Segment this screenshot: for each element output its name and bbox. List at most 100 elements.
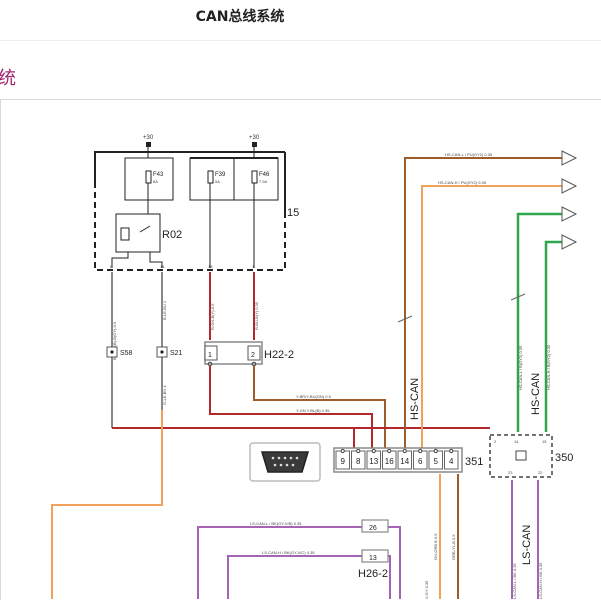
module-350-icon [515, 450, 527, 461]
wire-green-lower [544, 240, 562, 432]
fuse-f46-symbol [251, 170, 258, 184]
wire-purple-lower [227, 555, 368, 599]
fuse-f39-rating: 5A [215, 179, 220, 184]
connector-351-pin-number: 13 [369, 457, 378, 466]
wire-h22-brown [253, 366, 386, 452]
relay-leads [111, 210, 163, 268]
obd-down-wires: GN-ORB B 0.5 ORB-YL-B 0.5 [433, 474, 459, 599]
connector-351-pin-number: 9 [341, 457, 346, 466]
fuse-f43-symbol [145, 170, 152, 184]
fuse-cell-f43 [124, 157, 174, 201]
fuse-f46-id: F46 [259, 172, 270, 178]
fusebox-label: 15 [287, 207, 299, 219]
splice-s21-label: S21 [170, 350, 183, 357]
relay-switch-icon [139, 225, 151, 233]
wire-label-bot-purple-2: LS-CAN-H / BK(GY-V/C) 0.35 [262, 550, 315, 555]
fuse-f43-rating: 8A [153, 179, 158, 184]
wire-hs-can-h-top [421, 185, 562, 448]
arrow-icon-4[interactable] [561, 234, 578, 250]
page-title: CAN总线系统 [195, 9, 285, 25]
fuse-cell-f46 [233, 157, 279, 201]
connector-351-label: 351 [465, 456, 483, 468]
wire-label-f46: R-BU-B(Y) 0.35 [254, 301, 259, 330]
wire-label-top-brown: HS-CAN-L / PU(GY2) 0.35 [445, 152, 493, 157]
twist-mark-right [510, 293, 526, 301]
module-350-box [489, 434, 553, 478]
splice-s58-dot [110, 350, 114, 354]
module-350-pin-top-2: 14 [514, 439, 519, 444]
header-bar: CAN总线系统 [0, 0, 601, 41]
connector-351-pin-terminal [340, 448, 345, 454]
connector-351-pin-number: 16 [385, 457, 394, 466]
obd-connector-icon [249, 442, 321, 482]
connector-h22-term-1 [207, 361, 213, 367]
wire-hs-can-l-top [404, 157, 562, 448]
obd-icon-body [260, 451, 310, 473]
wire-label-ls-2: LS-CAN-H / BK 0.35 [538, 562, 543, 599]
module-350-pin-top-1: 2 [494, 439, 497, 444]
splice-s58-label: S58 [120, 350, 133, 357]
connector-351-pin-terminal [449, 448, 454, 454]
wire-label-green-2: HS-CAN-H / B(GY2) 0.35 [546, 344, 551, 390]
fuse-f39-symbol [207, 170, 214, 184]
arrow-icon-3[interactable] [561, 206, 578, 222]
fusebox-15: 15 +30 +30 F43 8A F39 5A F46 7.5A R02 [94, 135, 299, 271]
wire-green-upper [516, 212, 562, 432]
connector-h26-label: H26-2 [358, 568, 388, 580]
module-350-pin-bottom-2: 22 [538, 470, 543, 475]
wire-label-top-orange: HS-CAN-H / PU(GY2) 0.35 [438, 180, 487, 185]
bus-label-hs-can-left: HS-CAN [409, 378, 421, 420]
wire-purple-upper [197, 526, 368, 599]
s21-orange-run: G-LE-BN 4 [51, 385, 167, 599]
connector-h26-pin-a [361, 519, 389, 533]
diagram-frame [0, 99, 601, 600]
fuse-f39-id: F39 [215, 172, 226, 178]
wire-label-ls-1: LS-CAN-L / BK 0.35 [512, 563, 517, 599]
wire-s21-orange [51, 410, 163, 599]
supply-b-terminal [252, 142, 257, 147]
wire-label-h26: V-GY 0.35 [424, 580, 429, 599]
wire-label-h22-upper: Y-BR/Y-BU(GN) 0.5 [296, 394, 332, 399]
connector-351-pin-number: 4 [449, 457, 454, 466]
supply-a-label: +30 [143, 135, 154, 141]
connector-h22-pin-a [204, 345, 218, 361]
fusebox-pin-2: 14 [160, 264, 165, 269]
offpage-arrows[interactable] [561, 150, 578, 250]
connector-351-pin-number: 14 [400, 457, 409, 466]
module-350: 350 2 14 15 23 22 [489, 434, 573, 478]
wire-label-s21: G-LE-BN 4 [162, 385, 167, 405]
fusebox-pin-3: 13 [208, 264, 213, 269]
splice-s21-dot [160, 350, 164, 354]
arrow-icon-1[interactable] [561, 150, 578, 166]
wire-h22-red [209, 366, 373, 452]
connector-h26-pin-1: 26 [369, 525, 377, 532]
fuse-f43-id: F43 [153, 172, 164, 178]
connector-351-pin-number: 5 [434, 457, 439, 466]
connector-351-pin-terminal [387, 448, 392, 454]
bus-label-hs-can-right: HS-CAN [530, 373, 542, 415]
arrow-icon-2[interactable] [561, 178, 578, 194]
fusebox-pin-4: 1 [252, 264, 255, 269]
wire-label-f39: R-GN-B(Y)-0.5 [210, 303, 215, 330]
wire-label-obd-2: ORB-YL-B 0.5 [451, 534, 456, 560]
connector-h22-term-2 [251, 361, 257, 367]
module-350-pin-top-3: 15 [542, 439, 547, 444]
connector-h26-pin-b [361, 549, 389, 563]
connector-h26-pin-2: 13 [369, 555, 377, 562]
relay-coil-icon [120, 227, 130, 241]
wire-label-obd-1: GN-ORB B 0.5 [433, 533, 438, 560]
hs-can-green-runs: HS-CAN HS-CAN-L / B(GY2) 0.35 HS-CAN-H /… [510, 212, 562, 432]
connector-351-pin-terminal [371, 448, 376, 454]
wire-label-bot-purple-1: LS-CAN-L / BK(GY-V/B) 0.35 [250, 521, 302, 526]
wire-label-s58: B-V-GY(B)-B(GY)-0.5 [112, 321, 117, 360]
wire-purple-upper-out [384, 526, 401, 599]
supply-b-label: +30 [249, 135, 260, 141]
bus-label-ls-can: LS-CAN [521, 525, 533, 565]
connector-h22-pin-2: 2 [251, 352, 255, 359]
wire-label-h22-lower: Y-GN Y-BL(B) 0.35 [296, 408, 330, 413]
connector-351-pin-terminal [356, 448, 361, 454]
connector-351-pin-terminal [402, 448, 407, 454]
